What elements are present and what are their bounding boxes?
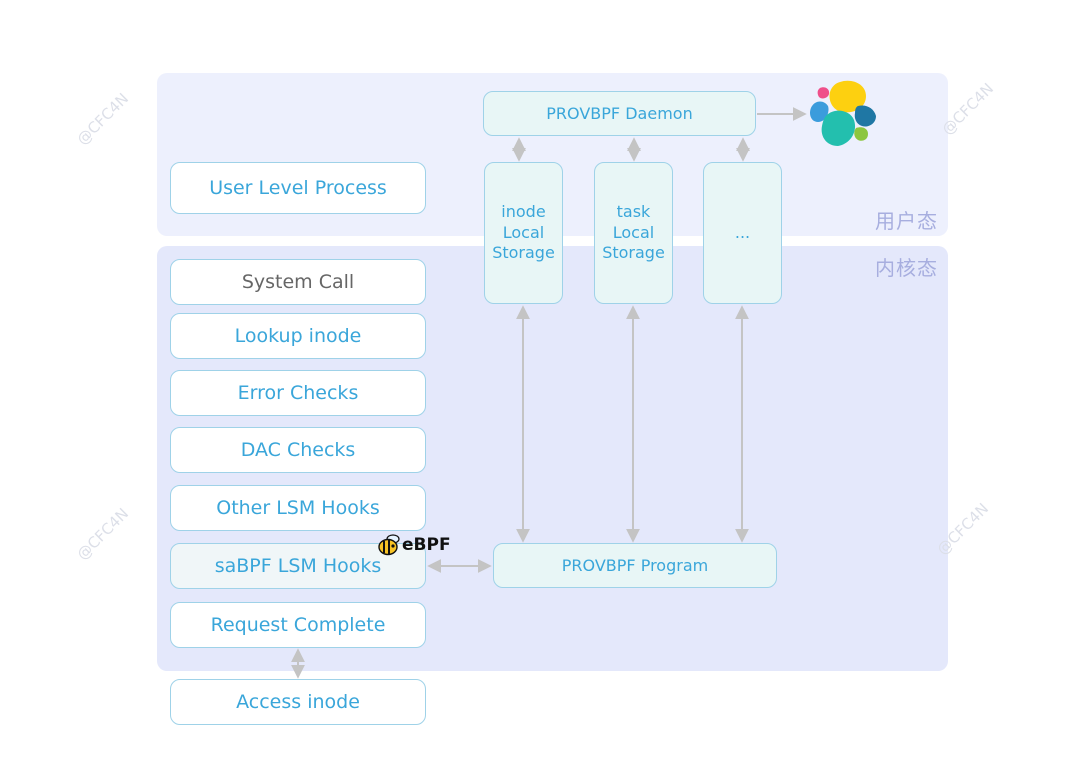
provbpf-program-box: PROVBPF Program	[493, 543, 777, 588]
storage-label-line: task	[616, 201, 651, 221]
storage-label-line: Local	[612, 222, 655, 242]
access-inode-box: Access inode	[170, 679, 426, 725]
ebpf-logo-text: eBPF	[402, 535, 451, 555]
ebpf-logo: eBPF	[377, 533, 451, 557]
system-call-box: System Call	[170, 259, 426, 305]
task-local-storage-box: task Local Storage	[594, 162, 673, 304]
request-complete-box: Request Complete	[170, 602, 426, 648]
storage-label-line: ...	[734, 222, 751, 242]
storage-label-line: Storage	[602, 243, 665, 263]
other-local-storage-box: ...	[703, 162, 782, 304]
storage-label-line: Local	[502, 222, 545, 242]
user-space-label: 用户态	[875, 209, 938, 233]
error-checks-box: Error Checks	[170, 370, 426, 416]
dac-checks-box: DAC Checks	[170, 427, 426, 473]
bee-icon	[378, 534, 400, 556]
inode-local-storage-box: inode Local Storage	[484, 162, 563, 304]
storage-label-line: inode	[501, 201, 546, 221]
lookup-inode-box: Lookup inode	[170, 313, 426, 359]
provbpf-daemon-box: PROVBPF Daemon	[483, 91, 756, 136]
kernel-space-label: 内核态	[875, 256, 938, 280]
user-level-process-box: User Level Process	[170, 162, 426, 214]
storage-label-line: Storage	[492, 243, 555, 263]
other-lsm-hooks-box: Other LSM Hooks	[170, 485, 426, 531]
elastic-logo-icon	[810, 80, 876, 146]
